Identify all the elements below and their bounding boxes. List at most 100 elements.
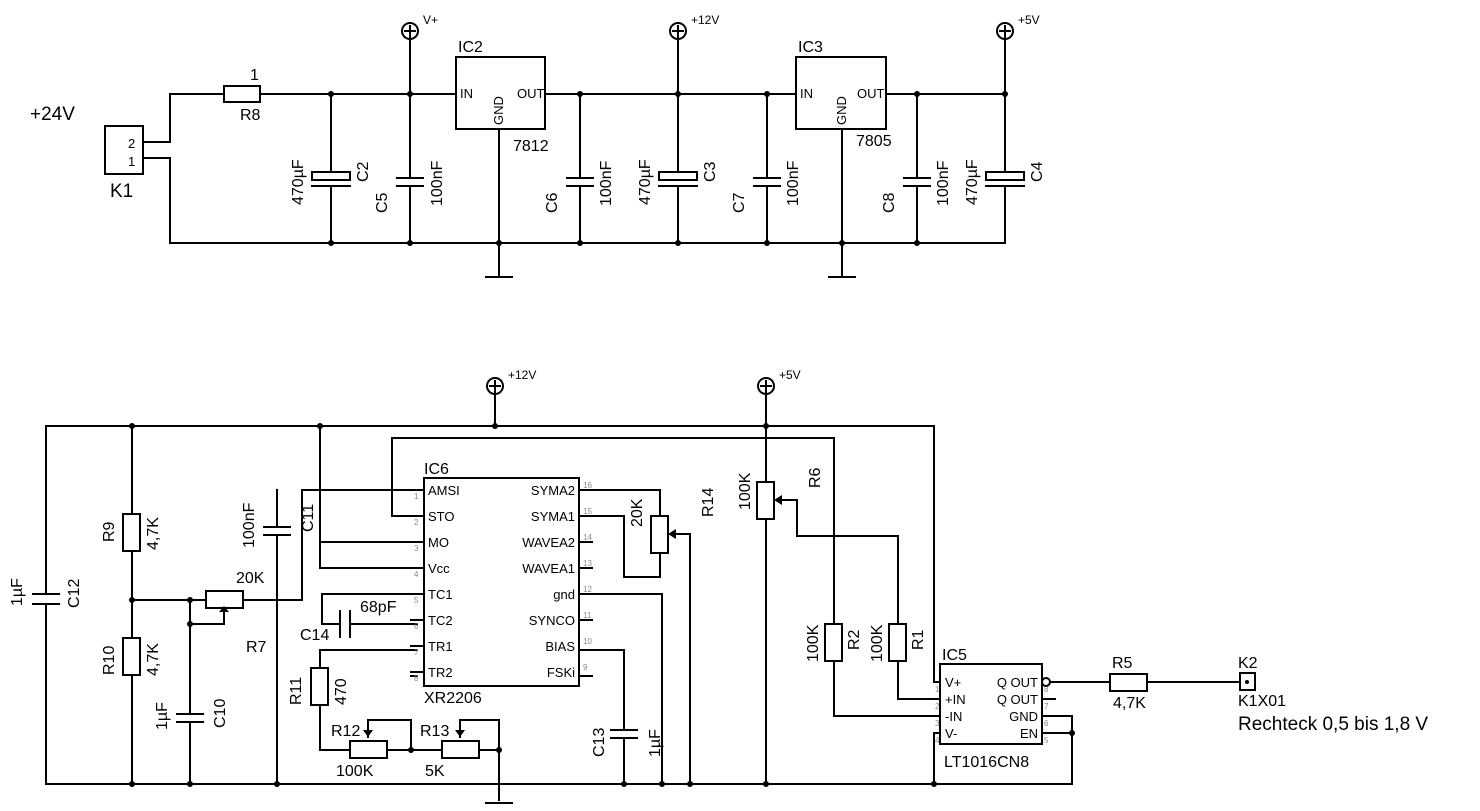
ic6-pin-label: FSKi	[547, 665, 575, 680]
r14-wiper	[673, 533, 691, 785]
ic5-pin-number: 7	[1044, 702, 1049, 711]
capacitor-c4	[985, 171, 1025, 181]
c8-name: C8	[881, 192, 898, 213]
ic6-pin-label: TR2	[428, 665, 453, 680]
wire-syma2-r14	[578, 489, 661, 517]
r2-name: R2	[846, 629, 863, 650]
r6-wiper	[779, 499, 899, 625]
potentiometer-r13	[441, 740, 480, 759]
ic6-pin-label: TR1	[428, 639, 453, 654]
ic5-pin-number: 1	[935, 685, 940, 694]
potentiometer-r6	[756, 481, 775, 520]
ic5-pin-number: 6	[1044, 719, 1049, 728]
ic5-pin-number: 2	[935, 702, 940, 711]
capacitor-c3	[658, 171, 698, 181]
r10-name: R10	[101, 646, 118, 675]
ic6-pin-number: 12	[583, 585, 592, 594]
c12-name: C12	[66, 579, 83, 608]
r6-name: R6	[807, 467, 824, 488]
ic6-pin-number: 9	[583, 663, 588, 672]
ic5-pin-number: 3	[935, 719, 940, 728]
plus12-label: +12V	[691, 13, 719, 27]
wire-bottom-rail	[45, 603, 1073, 785]
plus12-osc-symbol	[486, 377, 504, 395]
ic3-part: 7805	[856, 133, 892, 150]
ic6-pin-number: 14	[583, 533, 592, 542]
c10-value: 1µF	[154, 702, 171, 730]
ic6-pin-label: TC1	[428, 587, 453, 602]
ic2-part: 7812	[513, 138, 549, 155]
ic5-name: IC5	[942, 647, 967, 664]
r12-name: R12	[331, 723, 360, 740]
wire-tr1-r11	[319, 649, 418, 669]
plus5-osc-label: +5V	[779, 368, 801, 382]
k1-pin1-label: 1	[128, 154, 135, 169]
ic6-pin-label: Vcc	[428, 561, 450, 576]
r8-name: R8	[240, 107, 261, 124]
r8-value: 1	[250, 67, 259, 84]
ic6-pin-number: 1	[414, 492, 419, 501]
r2-value: 100K	[805, 624, 822, 662]
c4-value: 470µF	[964, 159, 981, 205]
resistor-r8	[223, 85, 261, 103]
k1-pin2-label: 2	[128, 136, 135, 151]
output-note: Rechteck 0,5 bis 1,8 V	[1238, 714, 1428, 735]
ic5-pin-label: V-	[945, 726, 957, 741]
power-supply-section: +24V 2 1 K1 1 R8 470µF C2 C5 100nF V+	[30, 13, 1046, 278]
ic2-pin-in: IN	[460, 86, 473, 101]
junctions-top	[328, 91, 1008, 246]
r13-value: 5K	[425, 763, 445, 780]
k2-name: K2	[1238, 655, 1258, 672]
r13-wiper-arrow-icon	[455, 730, 465, 737]
ic6-pin-label: MO	[428, 535, 449, 550]
wire-r1-plusin	[897, 660, 935, 700]
capacitor-c2	[311, 171, 351, 181]
ic3-pin-out: OUT	[857, 86, 885, 101]
wire-ground-rail-top	[142, 157, 1006, 244]
r6-value: 100K	[737, 472, 754, 510]
c6-name: C6	[544, 192, 561, 213]
resistor-r2	[824, 623, 843, 662]
ic2-pin-out: OUT	[517, 86, 545, 101]
ic6-pin-number: 11	[583, 611, 592, 620]
k1-name: K1	[110, 181, 133, 202]
ic5-pin-number: 5	[1044, 736, 1049, 745]
ic6-pin-number: 10	[583, 637, 592, 646]
r12-wiper	[367, 719, 412, 751]
plus12-osc-label: +12V	[508, 368, 536, 382]
plus5-osc-plus-icon	[760, 380, 772, 392]
ic6-pin-label: AMSI	[428, 483, 460, 498]
ic5-pin-label: GND	[1009, 709, 1038, 724]
ic6-pin-number: 16	[583, 481, 592, 490]
ic6-pin-number: 2	[414, 518, 419, 527]
plus5-symbol	[996, 22, 1014, 40]
ic5-pin-number: 4	[935, 736, 940, 745]
r13-name: R13	[420, 723, 449, 740]
ic6-pin-label: WAVEA2	[522, 535, 575, 550]
wire-sto	[391, 437, 835, 625]
ic6-part: XR2206	[424, 690, 482, 707]
c14-name: C14	[300, 627, 329, 644]
c13-value: 1µF	[647, 729, 664, 757]
wire-r11-r12	[319, 704, 351, 751]
resistor-r10	[122, 637, 141, 676]
ic3-pin-gnd: GND	[834, 96, 849, 125]
r1-value: 100K	[869, 624, 886, 662]
r12-value: 100K	[336, 763, 374, 780]
ic5-lt1016	[939, 663, 1043, 745]
resistor-r9	[122, 513, 141, 552]
ic6-pin-label: STO	[428, 509, 455, 524]
ic6-pin-label: TC2	[428, 613, 453, 628]
ic6-pin-label: SYMA2	[531, 483, 575, 498]
r1-name: R1	[910, 629, 927, 650]
wire-gnd-pin	[578, 593, 663, 785]
wire-k1-r8	[142, 93, 225, 143]
c11-name: C11	[300, 504, 317, 532]
ic6-pin-label: SYNCO	[529, 613, 575, 628]
c2-value: 470µF	[290, 159, 307, 205]
ic5-part: LT1016CN8	[944, 754, 1029, 771]
connector-k1	[104, 125, 144, 175]
